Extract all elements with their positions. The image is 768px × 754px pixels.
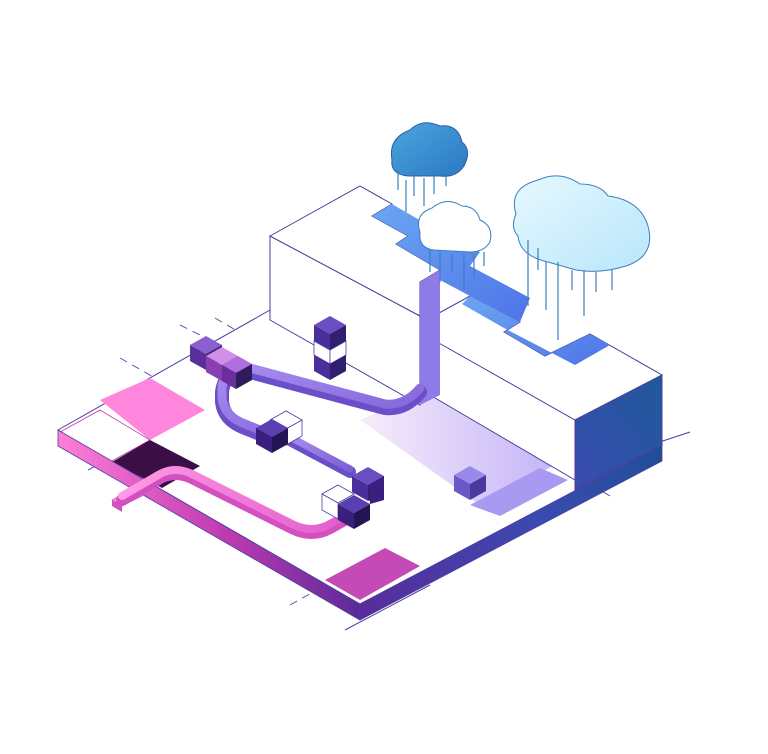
cloud-small-icon (418, 201, 492, 290)
pink-pipe (116, 466, 354, 539)
cloud-large-icon (512, 175, 651, 340)
cube-cluster-right (321, 467, 384, 529)
cloud-dark-icon (390, 122, 468, 212)
clouds (390, 122, 651, 340)
cube-cluster-left (190, 336, 252, 389)
main-block (268, 185, 664, 491)
cube-single (454, 466, 486, 500)
base-platform (56, 309, 664, 621)
cube-tower (313, 316, 347, 380)
cubes (190, 316, 486, 529)
cube-cluster-middle (256, 410, 303, 453)
